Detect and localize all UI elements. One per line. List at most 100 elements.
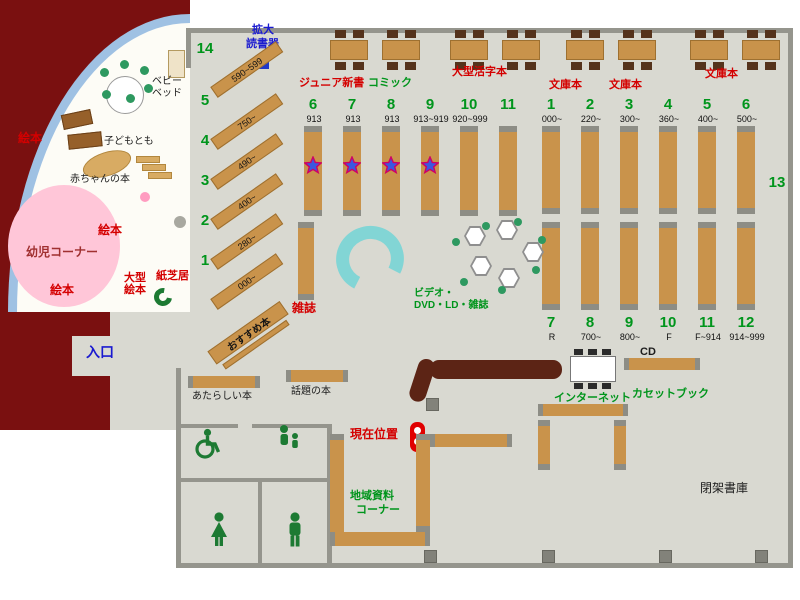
stack-range: F [666,332,672,342]
new-books-shelf [188,376,260,388]
stack-number: 10 [659,314,677,331]
wall-right [788,28,793,568]
stack-number: 5 [702,96,712,113]
bookshelf [737,126,755,214]
stack-range: 920~999 [452,114,488,124]
stool-gray [174,216,186,228]
video-dvd-label: ビデオ・ [414,288,454,299]
local-corner-label: コーナー [356,504,400,516]
pillar [424,550,437,563]
infant-corner-label: 幼児コーナー [26,245,99,259]
stack-number: 11 [699,314,715,331]
bookshelf [542,126,560,214]
bookshelf [581,126,599,214]
stack-number: 7 [546,314,556,331]
stack-range: 400~ [697,114,719,124]
ehon-label: 絵本 [18,131,43,145]
wall-left-lower [176,368,181,563]
bookshelf [620,126,638,214]
bunko-label: 文庫本 [705,68,738,80]
pillar [659,550,672,563]
media-hex-table [470,256,492,276]
pillar [426,398,439,411]
bunko-label: 文庫本 [609,79,642,91]
bookshelf [620,222,638,310]
ogata-ehon-label: 大型 [124,272,146,284]
media-hex-table [522,242,544,262]
closed-stacks-label: 閉架書庫 [700,481,749,495]
kamishibai-label: 紙芝居 [156,270,189,282]
womens-toilet-icon [211,512,227,546]
reading-table [742,30,780,70]
topic-books-label: 話題の本 [291,386,331,397]
bookshelf [542,222,560,310]
stack-range: R [548,332,556,342]
stool-pink [140,192,150,202]
kids-steps [136,156,160,163]
bookshelf [343,126,361,216]
stack-number: 8 [386,96,396,113]
kids-steps [148,172,172,179]
stack-number: 7 [347,96,357,113]
magazine-shelf [298,222,314,300]
bookshelf [382,126,400,216]
stack-range: 913 [384,114,400,124]
wall-top [190,28,793,33]
round-table-seats [100,68,109,77]
wall-toilet [252,424,332,428]
stack-number: 5 [200,92,210,109]
bookshelf [698,222,716,310]
stack-number: 6 [741,96,751,113]
reading-table [566,30,604,70]
featured-star-icon [382,156,400,174]
new-books-label: あたらしい本 [192,391,252,402]
stack-number: 11 [500,96,516,113]
wall-toilet [176,424,238,428]
media-hex-table [496,220,518,240]
stack-number: 9 [425,96,435,113]
cassette-label: カセットブック [632,388,709,400]
featured-star-icon [343,156,361,174]
baby-bed [168,50,185,78]
ehon-label: 絵本 [98,223,123,237]
stack-number: 6 [308,96,318,113]
av-shelf [538,420,550,470]
bookshelf [581,222,599,310]
local-corner-shelf [330,434,344,546]
stack-range: 913~919 [413,114,449,124]
bunko-label: 文庫本 [549,79,582,91]
junior-shinsho-label: ジュニア新書 [299,77,365,89]
bookshelf [698,126,716,214]
reading-table [330,30,368,70]
area-13-label: 13 [768,174,786,191]
cd-shelf [624,358,700,370]
bookshelf [460,126,478,216]
magazine-label: 雑誌 [292,301,317,315]
media-hex-table [498,268,520,288]
baby-books-label: 赤ちゃんの本 [70,174,130,185]
bookshelf [304,126,322,216]
internet-table [570,349,616,389]
stack-number: 9 [624,314,634,331]
entrance-label: 入口 [86,344,114,360]
stack-number: 10 [460,96,478,113]
stack-range: 913 [345,114,361,124]
floor-entrance-strip [110,305,180,430]
bookshelf [421,126,439,216]
featured-star-icon [421,156,439,174]
wall-toilet [176,478,331,482]
reading-table [690,30,728,70]
stack-number: 4 [200,132,210,149]
stack-number: 1 [546,96,556,113]
pillar [542,550,555,563]
stack-number: 4 [663,96,673,113]
local-corner-shelf [430,434,512,447]
wall-bottom [176,563,793,568]
large-print-label: 大型活字本 [452,66,507,78]
local-corner-label: 地域資料 [350,490,394,502]
wall-toilet [327,424,332,563]
comic-label: コミック [368,77,412,89]
reading-table [502,30,540,70]
stack-range: F~914 [695,332,721,342]
av-shelf [538,404,628,416]
